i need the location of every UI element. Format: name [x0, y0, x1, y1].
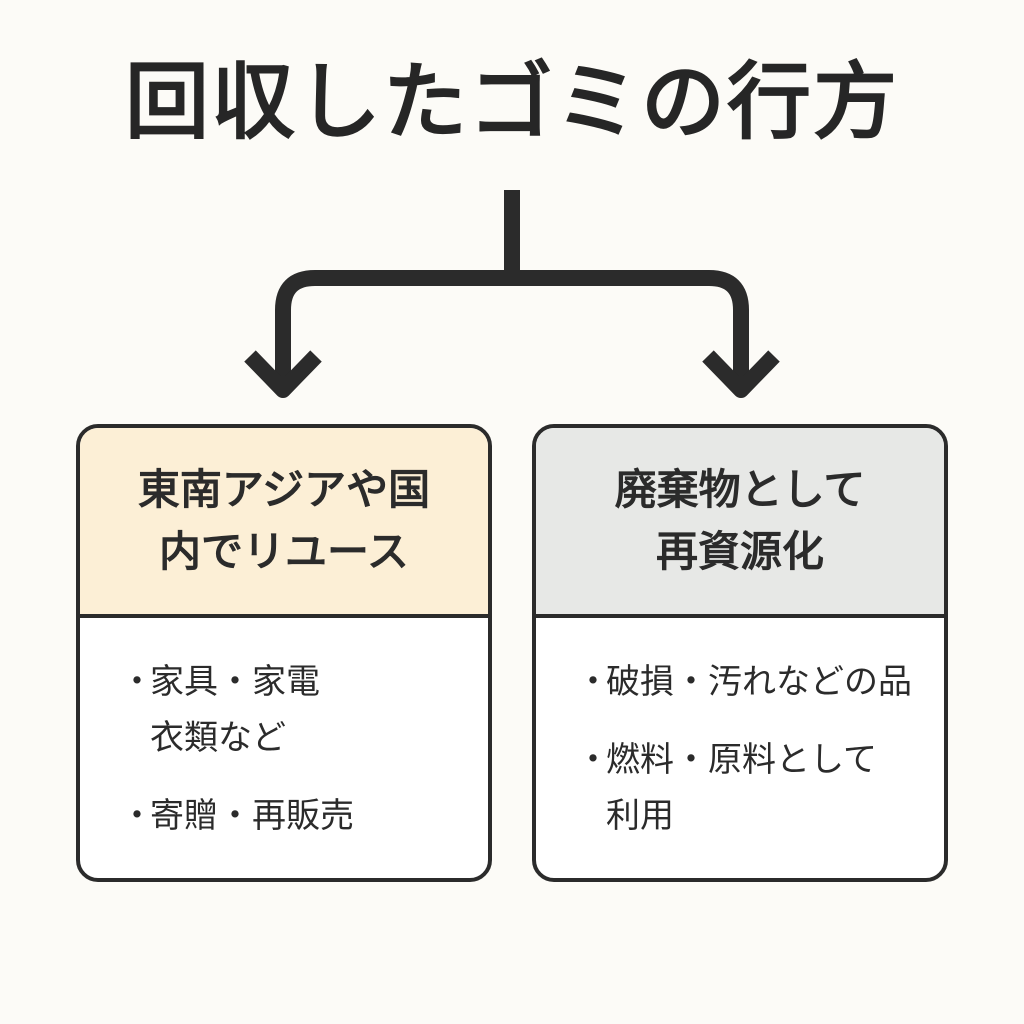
- reuse-box-body: ・ 家具・家電 衣類など ・ 寄贈・再販売: [80, 618, 488, 844]
- list-item-text: 寄贈・再販売: [150, 788, 354, 844]
- list-item-line: 家具・家電: [150, 662, 320, 702]
- bullet-dot: ・: [120, 796, 154, 836]
- diagram-title: 回収したゴミの行方: [124, 53, 899, 151]
- list-item: ・ 破損・汚れなどの品: [576, 654, 920, 710]
- list-item: ・ 寄贈・再販売: [120, 788, 464, 844]
- list-item-line: 燃料・原料として: [606, 740, 877, 780]
- bullet-dot: ・: [120, 662, 154, 702]
- recycle-heading-line: 廃棄物として: [614, 465, 866, 514]
- reuse-box: 東南アジアや国 内でリユース ・ 家具・家電 衣類など ・ 寄贈・再販売: [76, 424, 492, 882]
- list-item-line: 寄贈・再販売: [150, 796, 354, 836]
- reuse-box-heading: 東南アジアや国 内でリユース: [138, 459, 430, 583]
- bullet-dot: ・: [576, 740, 610, 780]
- bullet-dot: ・: [576, 662, 610, 702]
- list-item-text: 家具・家電 衣類など: [150, 654, 320, 766]
- list-item-text: 破損・汚れなどの品: [606, 654, 912, 710]
- list-item-line: 破損・汚れなどの品: [606, 662, 912, 702]
- branch-connector: [244, 190, 780, 398]
- reuse-heading-line: 内でリユース: [159, 527, 409, 576]
- recycle-box-body: ・ 破損・汚れなどの品 ・ 燃料・原料として 利用: [536, 618, 944, 844]
- reuse-box-header: 東南アジアや国 内でリユース: [80, 428, 488, 618]
- list-item: ・ 燃料・原料として 利用: [576, 732, 920, 844]
- recycle-box-header: 廃棄物として 再資源化: [536, 428, 944, 618]
- list-item-line: 衣類など: [150, 718, 286, 758]
- branch-line: [275, 270, 749, 388]
- list-item: ・ 家具・家電 衣類など: [120, 654, 464, 766]
- right-arrow-head: [702, 350, 780, 398]
- left-arrow-head: [244, 350, 322, 398]
- reuse-heading-line: 東南アジアや国: [137, 465, 431, 514]
- list-item-line: 利用: [606, 796, 674, 836]
- recycle-box-heading: 廃棄物として 再資源化: [615, 459, 866, 583]
- recycle-box: 廃棄物として 再資源化 ・ 破損・汚れなどの品 ・ 燃料・原料として 利用: [532, 424, 948, 882]
- recycle-heading-line: 再資源化: [655, 527, 824, 576]
- list-item-text: 燃料・原料として 利用: [606, 732, 877, 844]
